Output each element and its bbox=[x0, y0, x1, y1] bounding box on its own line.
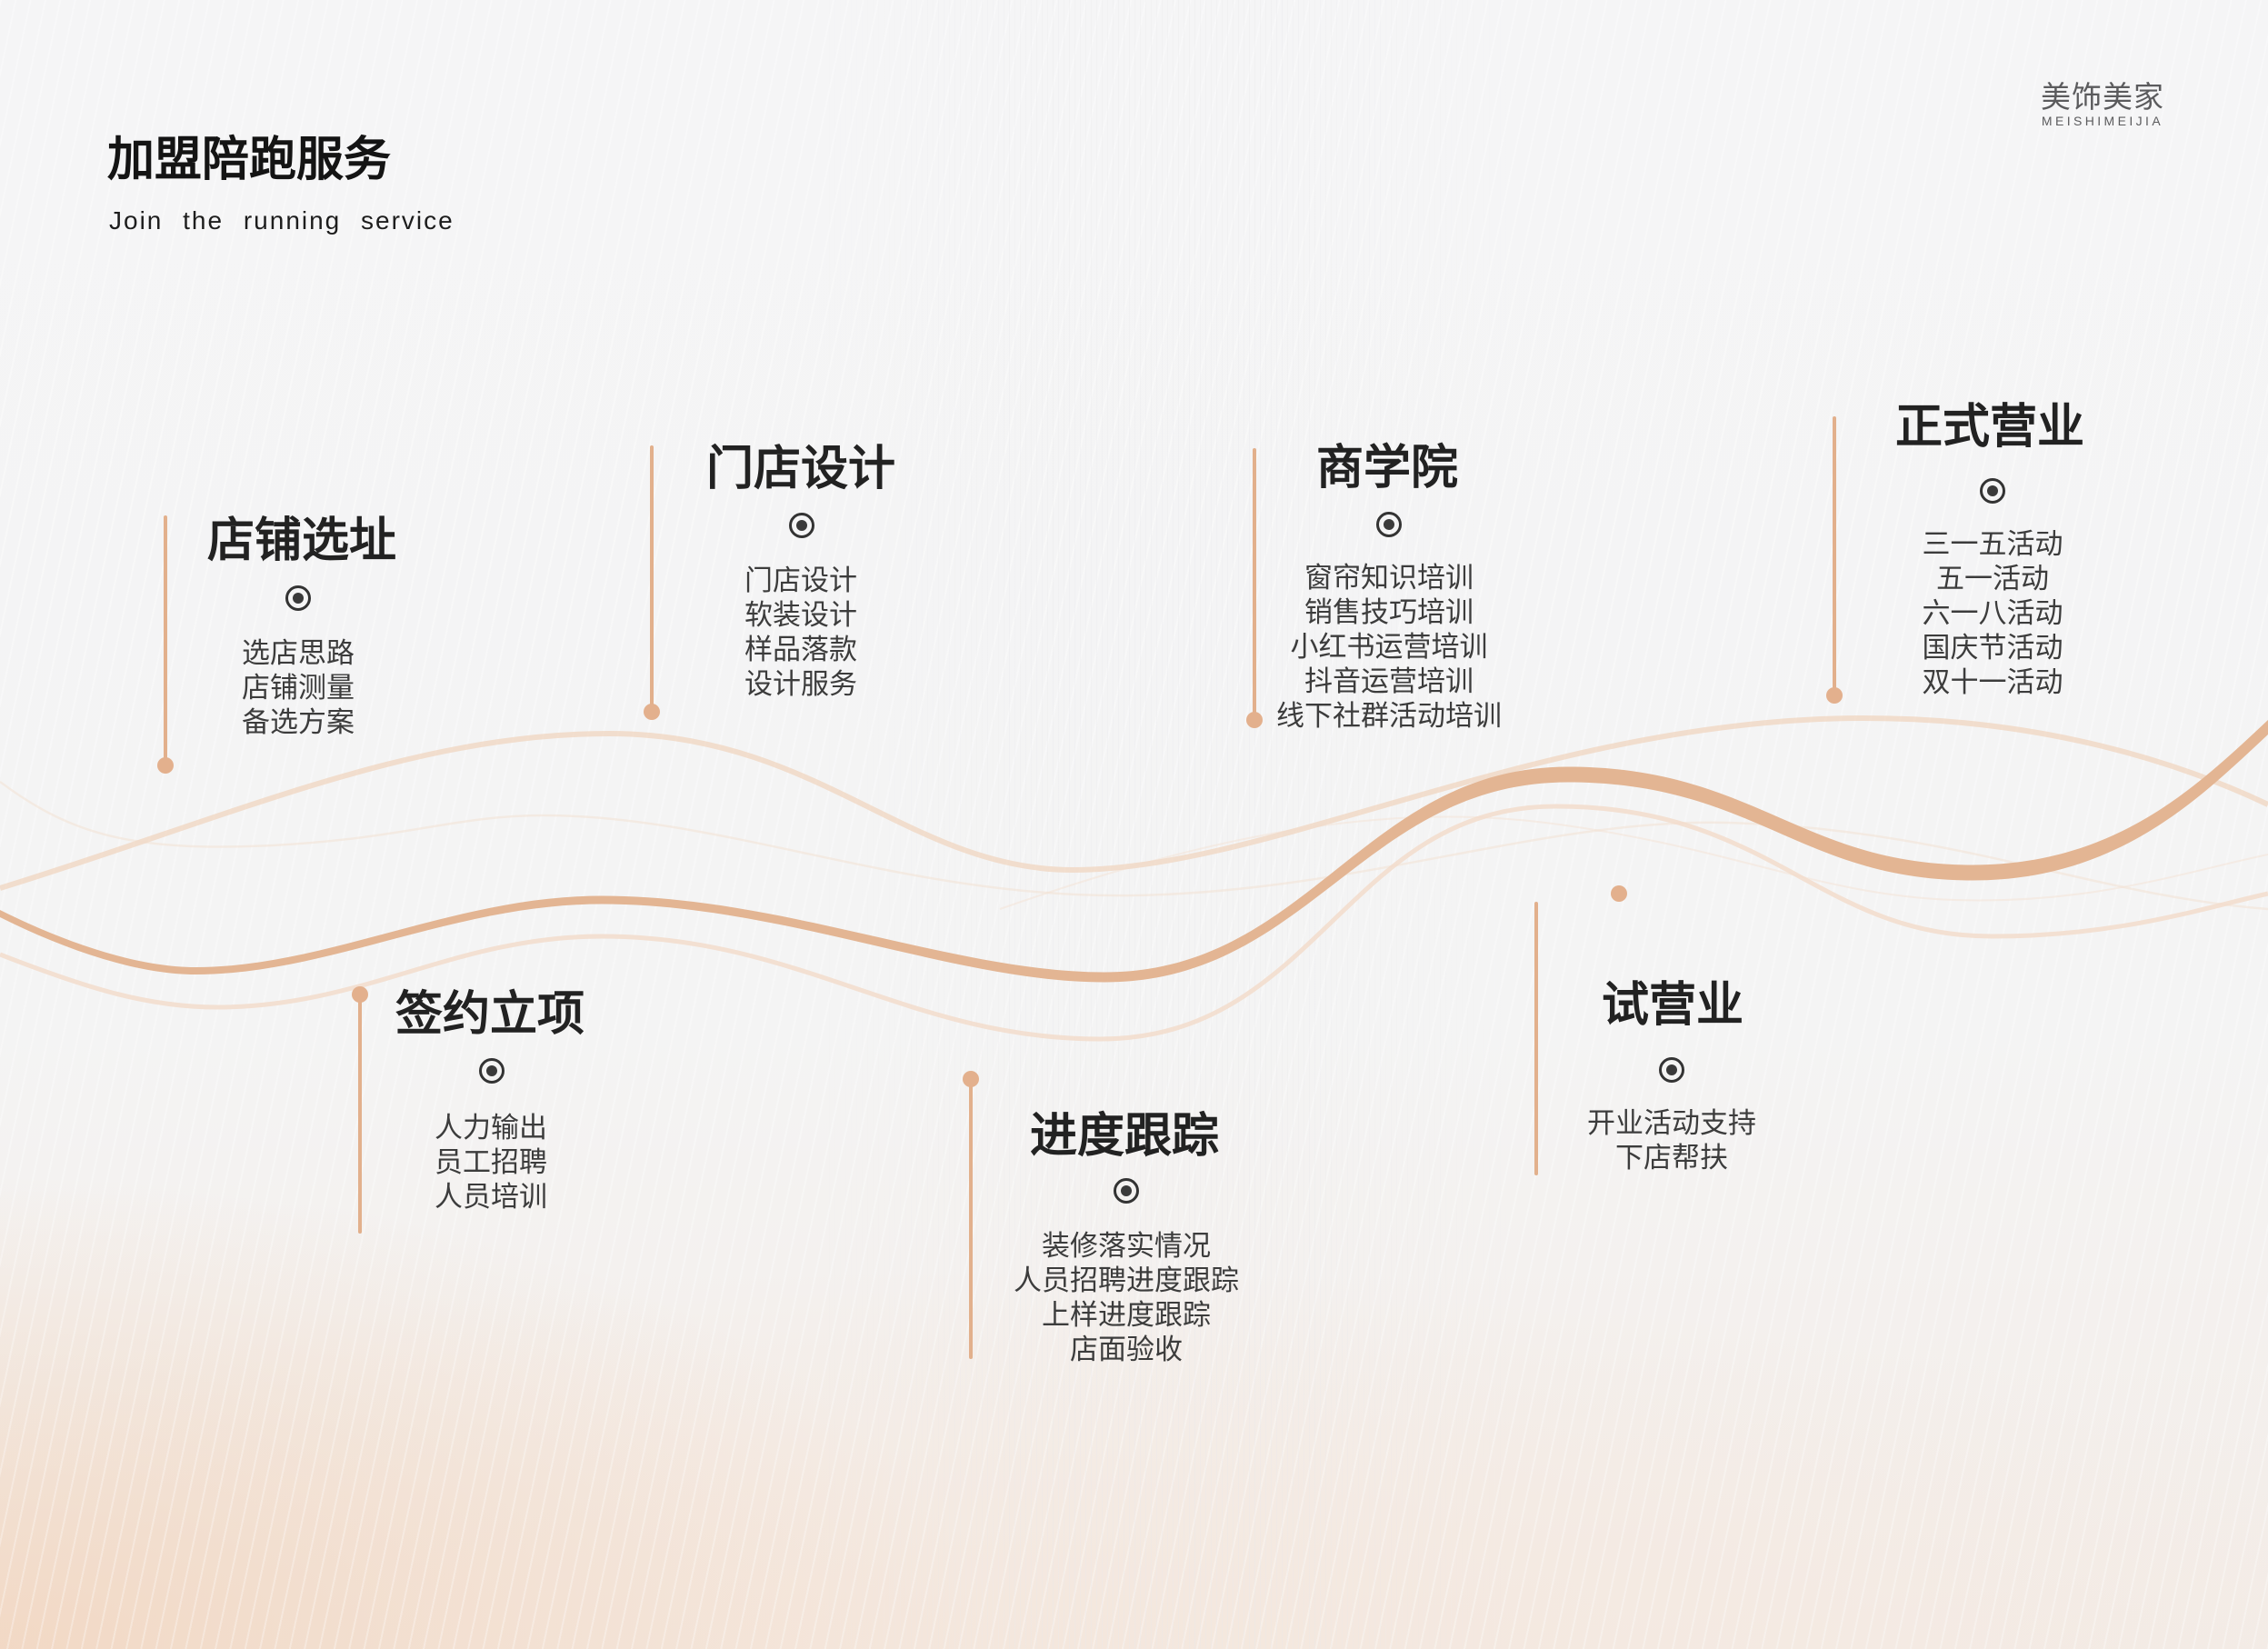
step-title: 门店设计 bbox=[705, 442, 895, 496]
step-title: 正式营业 bbox=[1894, 400, 2084, 455]
lower-light-wave bbox=[0, 804, 2268, 1042]
timeline-connector-line bbox=[1833, 416, 1836, 695]
step-items: 人力输出 员工招聘 人员培训 bbox=[300, 1111, 682, 1214]
timeline-node-dot bbox=[963, 1071, 979, 1087]
step-title: 试营业 bbox=[1601, 978, 1743, 1033]
step-items: 装修落实情况 人员招聘进度跟踪 上样进度跟踪 店面验收 bbox=[935, 1229, 1317, 1367]
step-item: 备选方案 bbox=[242, 706, 355, 739]
step-item: 设计服务 bbox=[744, 668, 857, 701]
step-item: 员工招聘 bbox=[435, 1146, 547, 1179]
radio-dot-icon bbox=[789, 513, 814, 538]
step-item: 抖音运营培训 bbox=[1304, 665, 1474, 698]
faint-wave-line bbox=[0, 780, 2268, 911]
step-item: 三一五活动 bbox=[1922, 528, 2063, 561]
timeline-node-dot bbox=[352, 986, 368, 1003]
step-items: 窗帘知识培训 销售技巧培训 小红书运营培训 抖音运营培训 线下社群活动培训 bbox=[1198, 561, 1580, 734]
step-item: 上样进度跟踪 bbox=[1042, 1299, 1211, 1332]
step-title: 商学院 bbox=[1315, 441, 1458, 495]
brand-logo: 美饰美家 MEISHIMEIJIA bbox=[2033, 79, 2173, 129]
timeline-node-dot bbox=[157, 757, 174, 774]
upper-light-wave bbox=[0, 715, 2268, 891]
step-item: 门店设计 bbox=[744, 565, 857, 597]
step-item: 六一八活动 bbox=[1922, 597, 2063, 630]
radio-dot-icon bbox=[285, 585, 311, 611]
logo-name-cn: 美饰美家 bbox=[2041, 79, 2164, 115]
step-title: 进度跟踪 bbox=[1029, 1109, 1219, 1164]
step-items: 开业活动支持 下店帮扶 bbox=[1481, 1106, 1863, 1175]
timeline-connector-line bbox=[164, 515, 167, 765]
main-accent-wave bbox=[0, 720, 2268, 983]
logo-name-en: MEISHIMEIJIA bbox=[2041, 114, 2164, 128]
timeline-connector-line bbox=[650, 445, 654, 712]
radio-dot-icon bbox=[1980, 478, 2005, 504]
step-item: 开业活动支持 bbox=[1587, 1107, 1756, 1140]
step-item: 人力输出 bbox=[435, 1112, 547, 1144]
step-item: 下店帮扶 bbox=[1615, 1142, 1728, 1174]
step-items: 门店设计 软装设计 样品落款 设计服务 bbox=[610, 564, 992, 702]
page-title: 加盟陪跑服务 bbox=[107, 132, 392, 187]
step-item: 线下社群活动培训 bbox=[1276, 700, 1502, 733]
step-item: 人员招聘进度跟踪 bbox=[1014, 1264, 1239, 1297]
timeline-connector-line bbox=[1534, 902, 1538, 1175]
step-item: 选店思路 bbox=[242, 637, 355, 670]
radio-dot-icon bbox=[1376, 512, 1402, 537]
step-item: 国庆节活动 bbox=[1922, 632, 2063, 665]
radio-dot-icon bbox=[1114, 1178, 1139, 1204]
step-item: 双十一活动 bbox=[1922, 666, 2063, 699]
step-item: 软装设计 bbox=[744, 599, 857, 632]
step-item: 人员培训 bbox=[435, 1181, 547, 1214]
step-item: 装修落实情况 bbox=[1042, 1230, 1211, 1263]
timeline-connector-line bbox=[1253, 448, 1256, 720]
step-item: 销售技巧培训 bbox=[1304, 596, 1474, 629]
faint-wave-line bbox=[999, 815, 2268, 910]
timeline-connector-line bbox=[969, 1079, 973, 1359]
step-title: 签约立项 bbox=[395, 987, 584, 1042]
timeline-connector-line bbox=[358, 994, 362, 1234]
timeline-node-dot bbox=[644, 704, 660, 720]
timeline-node-dot bbox=[1246, 712, 1263, 728]
step-title: 店铺选址 bbox=[206, 514, 396, 568]
step-item: 样品落款 bbox=[744, 634, 857, 666]
step-item: 小红书运营培训 bbox=[1290, 631, 1488, 664]
step-items: 三一五活动 五一活动 六一八活动 国庆节活动 双十一活动 bbox=[1802, 527, 2183, 700]
step-item: 店面验收 bbox=[1070, 1334, 1183, 1366]
step-item: 窗帘知识培训 bbox=[1304, 562, 1474, 595]
radio-dot-icon bbox=[479, 1058, 505, 1084]
step-item: 店铺测量 bbox=[242, 672, 355, 705]
page-subtitle: Join the running service bbox=[109, 206, 455, 235]
radio-dot-icon bbox=[1659, 1057, 1684, 1083]
step-item: 五一活动 bbox=[1936, 563, 2049, 595]
step-items: 选店思路 店铺测量 备选方案 bbox=[107, 636, 489, 740]
timeline-node-dot bbox=[1611, 885, 1627, 902]
timeline-node-dot bbox=[1826, 687, 1843, 704]
